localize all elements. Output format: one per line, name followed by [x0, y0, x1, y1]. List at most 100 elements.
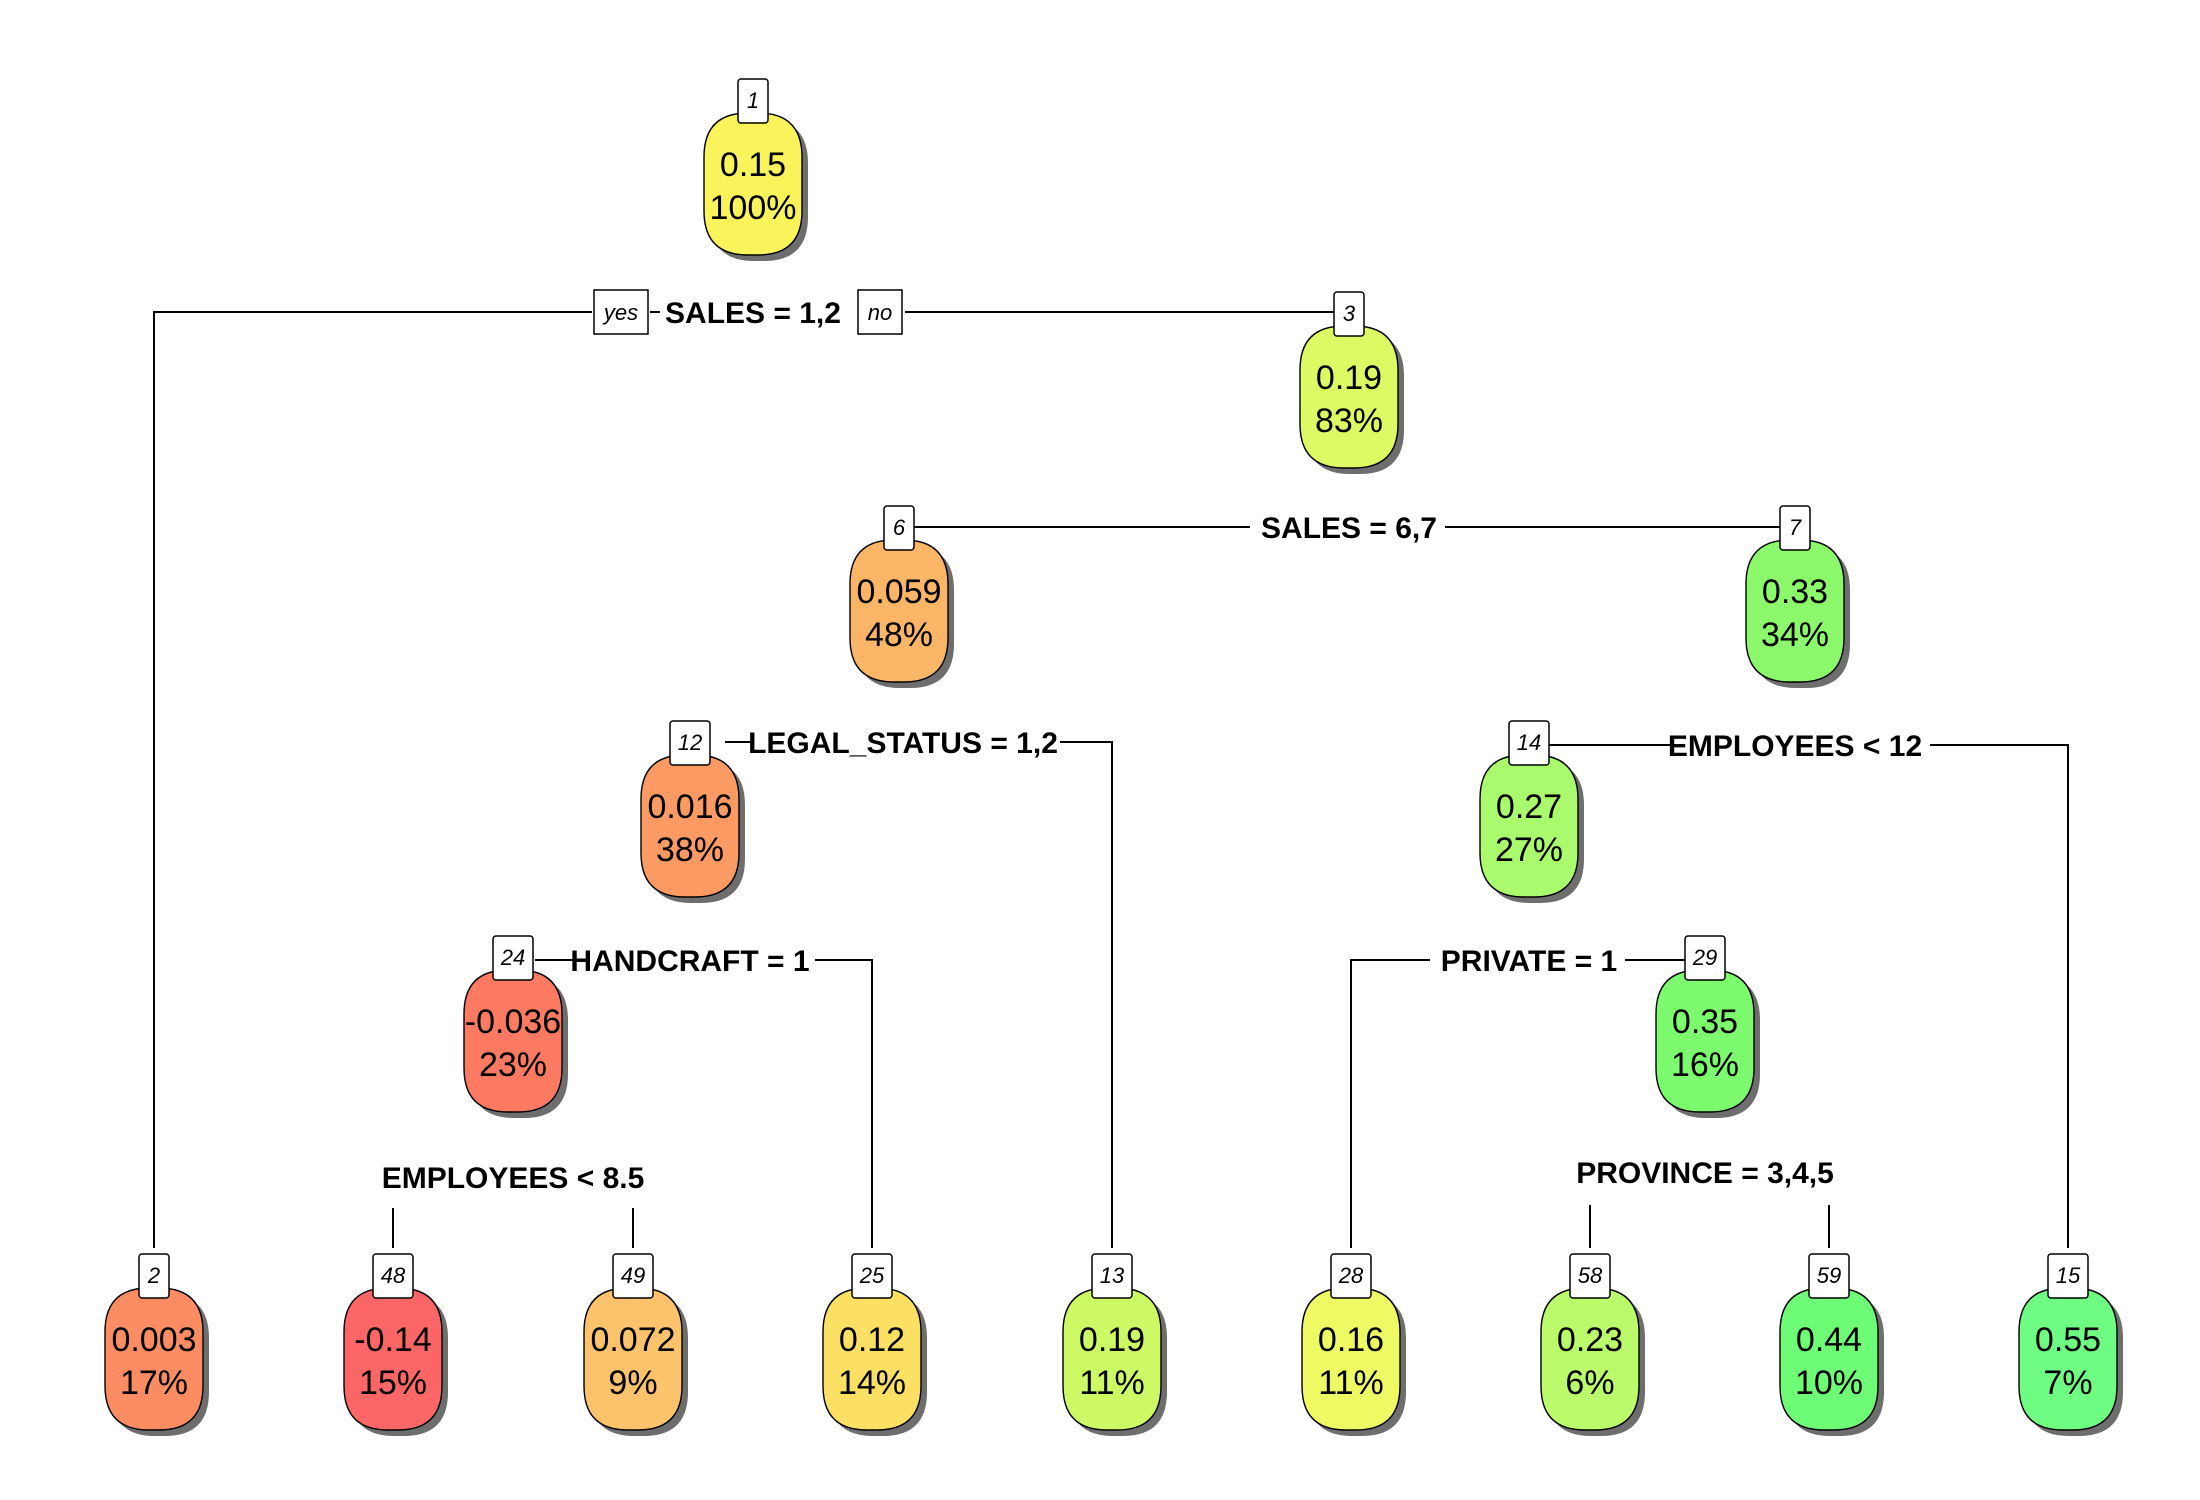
node-percent: 14% [838, 1364, 906, 1402]
node-value: 0.23 [1557, 1321, 1623, 1359]
tree-node-15: 0.557%15 [2018, 1253, 2123, 1436]
node-id-box [492, 935, 534, 981]
node-id-box [669, 720, 711, 766]
node-percent: 83% [1315, 402, 1383, 440]
tree-node-28: 0.16 11% 28 [1301, 1253, 1406, 1436]
node-value: 0.072 [590, 1321, 675, 1359]
node-body [1779, 1287, 1879, 1431]
node-id-box [851, 1253, 893, 1299]
node-id-box [883, 505, 915, 551]
node-body [849, 539, 949, 683]
node-percent: 16% [1671, 1046, 1739, 1084]
yes-label-text: yes [602, 300, 638, 325]
node-percent: 38% [656, 831, 724, 869]
node-id-box [1808, 1253, 1850, 1299]
split-label: SALES = 1,2 [665, 297, 841, 330]
node-id: 3 [1343, 301, 1356, 326]
node-value: 0.19 [1316, 359, 1382, 397]
node-body [583, 1287, 683, 1431]
no-branch-label: no [857, 289, 903, 335]
no-label-box [857, 289, 903, 335]
yes-branch-label: yes [593, 289, 649, 335]
tree-node-3: 0.19 83% 3 [1299, 291, 1404, 474]
node-body [822, 1287, 922, 1431]
node-id: 12 [678, 730, 702, 755]
node-id: 59 [1817, 1263, 1841, 1288]
node-percent: 9% [608, 1364, 657, 1402]
split-label: PRIVATE = 1 [1441, 945, 1617, 978]
tree-node-2: 0.003 17% 2 [104, 1253, 209, 1436]
tree-node-12: 0.016 38% 12 [640, 720, 745, 903]
node-body [2018, 1287, 2118, 1431]
tree-node-58: 0.236%58 [1540, 1253, 1645, 1436]
tree-node-49: 0.072 9% 49 [583, 1253, 688, 1436]
tree-node-7: 0.33 34% 7 [1745, 505, 1850, 688]
node-id: 1 [747, 88, 759, 113]
node-id-box [612, 1253, 654, 1299]
node-value: 0.15 [720, 146, 786, 184]
node-body [463, 969, 563, 1113]
node-percent: 6% [1565, 1364, 1614, 1402]
node-percent: 27% [1495, 831, 1563, 869]
node-id-box [1684, 935, 1726, 981]
node-value: 0.35 [1672, 1003, 1738, 1041]
node-value: 0.19 [1079, 1321, 1145, 1359]
branch-line [815, 959, 873, 1248]
node-value: 0.55 [2035, 1321, 2101, 1359]
no-label-text: no [868, 300, 892, 325]
node-id-box [1333, 291, 1365, 337]
node-percent: 23% [479, 1046, 547, 1084]
node-id: 48 [381, 1263, 406, 1288]
node-id-box [1508, 720, 1550, 766]
node-id: 29 [1692, 945, 1717, 970]
node-percent: 34% [1761, 616, 1829, 654]
node-id: 6 [893, 515, 906, 540]
node-id-box [1779, 505, 1811, 551]
node-id-box [737, 78, 769, 124]
node-value: -0.036 [465, 1003, 561, 1041]
node-value: 0.33 [1762, 573, 1828, 611]
node-value: 0.059 [856, 573, 941, 611]
split-label: SALES = 6,7 [1261, 512, 1437, 545]
node-value: -0.14 [354, 1321, 432, 1359]
node-id: 7 [1789, 515, 1802, 540]
node-id-box [1091, 1253, 1133, 1299]
split-label: HANDCRAFT = 1 [570, 945, 809, 978]
node-id: 28 [1338, 1263, 1364, 1288]
node-value: 0.016 [647, 788, 732, 826]
node-id: 49 [621, 1263, 645, 1288]
node-id: 14 [1517, 730, 1541, 755]
node-body [1301, 1287, 1401, 1431]
branch-line [1060, 741, 1113, 1248]
node-percent: 15% [359, 1364, 427, 1402]
branch-line [153, 311, 592, 1248]
split-label: EMPLOYEES < 12 [1668, 730, 1922, 763]
branch-line [1930, 744, 2069, 1248]
node-body [1745, 539, 1845, 683]
node-id: 25 [859, 1263, 885, 1288]
node-id-box [2047, 1253, 2089, 1299]
branch-line [1350, 959, 1430, 1248]
node-value: 0.12 [839, 1321, 905, 1359]
split-label: LEGAL_STATUS = 1,2 [748, 727, 1058, 760]
node-percent: 11% [1079, 1364, 1145, 1402]
node-body [1655, 969, 1755, 1113]
tree-node-29: 0.35 16% 29 [1655, 935, 1760, 1118]
node-percent: 17% [120, 1364, 188, 1402]
node-percent: 11% [1318, 1364, 1384, 1402]
node-body [1062, 1287, 1162, 1431]
node-body [703, 112, 803, 256]
node-id: 2 [147, 1263, 160, 1288]
node-id-box [372, 1253, 414, 1299]
node-value: 0.16 [1318, 1321, 1384, 1359]
node-value: 0.003 [111, 1321, 196, 1359]
branch-line [905, 311, 1348, 313]
split-label: PROVINCE = 3,4,5 [1576, 1157, 1834, 1190]
node-id: 15 [2056, 1263, 2081, 1288]
